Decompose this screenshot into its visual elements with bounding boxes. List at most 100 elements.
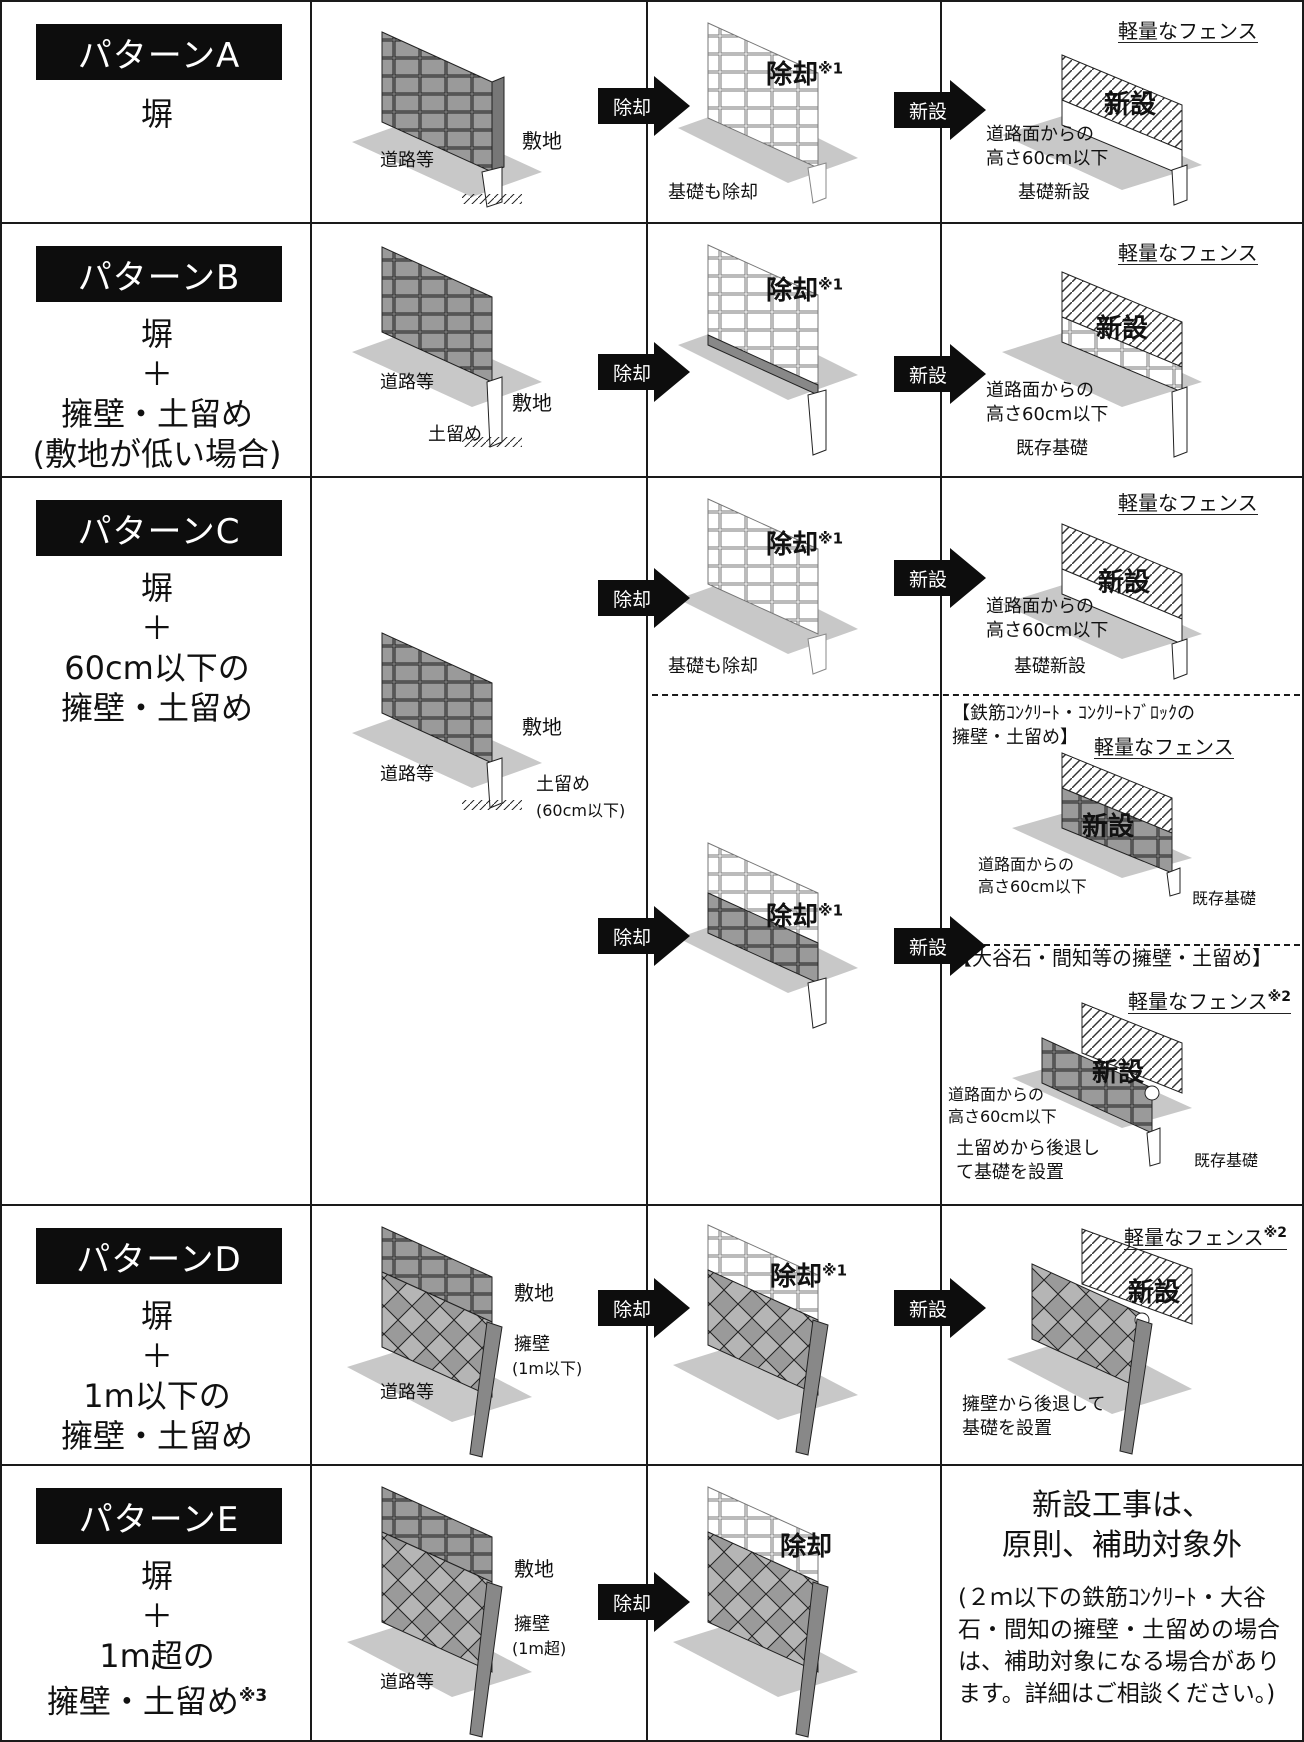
desc-line: 1m以下の xyxy=(83,1377,231,1415)
retaining-60-label: 土留め xyxy=(536,774,590,795)
wall-setback-line1: 擁壁から後退して xyxy=(962,1394,1106,1415)
pattern-b-label-cell: パターンB 塀 ＋ 擁壁・土留め (敷地が低い場合) xyxy=(0,222,312,478)
arrow-label: 新設 xyxy=(908,568,947,591)
pattern-d-remove-cell: 除却※1 xyxy=(646,1204,942,1466)
foundation-existing-label: 既存基礎 xyxy=(1192,889,1257,908)
desc-line: 擁壁・土留め xyxy=(60,395,253,433)
foundation-existing-label: 既存基礎 xyxy=(1194,1151,1259,1170)
road-label: 道路等 xyxy=(380,764,434,785)
arrow-label: 新設 xyxy=(908,936,947,959)
block-wall-retaining-illustration xyxy=(352,246,542,448)
new-arrow: 新設 xyxy=(894,80,986,140)
pattern-b-remove-cell: 除却※1 xyxy=(646,222,942,478)
foundation-removed-label: 基礎も除却 xyxy=(668,656,758,677)
height-line1: 道路面からの xyxy=(978,855,1075,874)
pattern-c-badge: パターンC xyxy=(36,500,282,556)
wall-1m-note: (1m以下) xyxy=(512,1359,583,1378)
pattern-c-desc: 塀 ＋ 60cm以下の 擁壁・土留め xyxy=(12,568,302,728)
removed-wall-illustration xyxy=(678,22,858,204)
block-wall-on-tall-retaining-illustration xyxy=(347,1486,532,1738)
pattern-a-badge: パターンA xyxy=(36,24,282,80)
desc-line: ＋ xyxy=(140,1597,173,1635)
light-fence-label: 軽量なフェンス xyxy=(1118,19,1258,43)
new-arrow: 新設 xyxy=(894,548,986,608)
setback-line2: て基礎を設置 xyxy=(956,1162,1064,1183)
oya-section-title: 【大谷石・間知等の擁壁・土留め】 xyxy=(952,946,1272,970)
remove-bold-label: 除却※1 xyxy=(766,529,844,560)
height-line2: 高さ60cm以下 xyxy=(986,148,1109,169)
pattern-e-before-cell: 道路等 敷地 擁壁 (1m超) xyxy=(310,1464,648,1742)
height-line2: 高さ60cm以下 xyxy=(948,1107,1057,1126)
desc-line: (敷地が低い場合) xyxy=(32,435,282,473)
pattern-e-remove-cell: 除却 xyxy=(646,1464,942,1742)
height-line2: 高さ60cm以下 xyxy=(978,877,1087,896)
pattern-b-new-cell: 軽量なフェンス 新設 道路面からの 高さ60cm以下 既存基礎 xyxy=(940,222,1304,478)
desc-line: 擁壁・土留め xyxy=(60,689,253,727)
foundation-new-label: 基礎新設 xyxy=(1018,182,1090,203)
remove-arrow: 除却 xyxy=(598,1572,690,1632)
pattern-b-before-cell: 道路等 敷地 土留め xyxy=(310,222,648,478)
desc-line: ＋ xyxy=(140,609,173,647)
new-bold-label: 新設 xyxy=(1082,812,1135,842)
new-bold-label: 新設 xyxy=(1092,1058,1145,1088)
foundation-removed-label: 基礎も除却 xyxy=(668,182,758,203)
oya-retaining-fence-illustration xyxy=(1012,1002,1192,1167)
desc-line: 60cm以下の xyxy=(64,649,250,687)
arrow-label: 新設 xyxy=(908,100,947,123)
removed-wall-on-retaining-illustration xyxy=(673,1224,858,1456)
arrow-label: 除却 xyxy=(612,362,651,385)
new-arrow: 新設 xyxy=(894,344,986,404)
section-divider xyxy=(944,944,1300,946)
pattern-a-before-cell: 道路等 敷地 xyxy=(310,0,648,224)
site-label: 敷地 xyxy=(514,1557,554,1581)
new-arrow: 新設 xyxy=(894,1278,986,1338)
pattern-b-desc: 塀 ＋ 擁壁・土留め (敷地が低い場合) xyxy=(12,314,302,474)
remove-bold-label: 除却※1 xyxy=(766,59,844,90)
new-bold-label: 新設 xyxy=(1104,90,1157,120)
remove-bold-label: 除却※1 xyxy=(766,275,844,306)
rc-retaining-fence-illustration xyxy=(1012,752,1192,897)
setback-line1: 土留めから後退し xyxy=(956,1138,1100,1159)
desc-line: 塀 xyxy=(140,95,173,133)
note-body: (２ｍ以下の鉄筋ｺﾝｸﾘｰﾄ・大谷石・間知の擁壁・土留めの場合は、補助対象になる… xyxy=(958,1585,1280,1707)
light-fence-label: 軽量なフェンス xyxy=(1118,491,1258,515)
height-line1: 道路面からの xyxy=(986,124,1094,145)
arrow-label: 除却 xyxy=(612,1592,651,1615)
pattern-e-note-cell: 新設工事は、 原則、補助対象外 (２ｍ以下の鉄筋ｺﾝｸﾘｰﾄ・大谷石・間知の擁壁… xyxy=(940,1464,1304,1742)
desc-line: ＋ xyxy=(140,1337,173,1375)
light-fence-label: 軽量なフェンス xyxy=(1094,735,1234,759)
pattern-a-desc: 塀 xyxy=(12,94,302,134)
desc-line: ＋ xyxy=(140,355,173,393)
rc-section-title-1: 【鉄筋ｺﾝｸﾘｰﾄ・ｺﾝｸﾘｰﾄﾌﾞﾛｯｸの xyxy=(952,703,1195,724)
removed-wall-illustration xyxy=(678,244,858,456)
pattern-c-label-cell: パターンC 塀 ＋ 60cm以下の 擁壁・土留め xyxy=(0,476,312,1206)
removed-wall-illustration xyxy=(678,498,858,675)
site-label: 敷地 xyxy=(522,129,562,153)
remove-arrow: 除却 xyxy=(598,906,690,966)
pattern-a-new-cell: 軽量なフェンス 新設 道路面からの 高さ60cm以下 基礎新設 xyxy=(940,0,1304,224)
desc-line: 塀 xyxy=(140,569,173,607)
pattern-c-remove-cell: 除却※1 基礎も除却 除却※1 xyxy=(646,476,942,1206)
remove-arrow: 除却 xyxy=(598,1278,690,1338)
pattern-b-badge: パターンB xyxy=(36,246,282,302)
pattern-d-new-cell: 軽量なフェンス※2 新設 擁壁から後退して 基礎を設置 xyxy=(940,1204,1304,1466)
light-fence-label: 軽量なフェンス xyxy=(1118,241,1258,265)
pattern-a-label-cell: パターンA 塀 xyxy=(0,0,312,224)
pattern-d-before-cell: 道路等 敷地 擁壁 (1m以下) xyxy=(310,1204,648,1466)
pattern-d-label-cell: パターンD 塀 ＋ 1m以下の 擁壁・土留め xyxy=(0,1204,312,1466)
removed-wall-keep-retaining-illustration xyxy=(678,842,858,1029)
pattern-c-new-cell: 軽量なフェンス 新設 道路面からの 高さ60cm以下 基礎新設 【鉄筋ｺﾝｸﾘｰ… xyxy=(940,476,1304,1206)
desc-line: 擁壁・土留め xyxy=(60,1417,253,1455)
block-wall-retaining-illustration xyxy=(352,632,542,810)
new-fence-on-retaining-illustration xyxy=(1007,1228,1193,1455)
site-label: 敷地 xyxy=(512,391,552,415)
new-fence-illustration xyxy=(1002,271,1202,458)
road-label: 道路等 xyxy=(380,150,434,171)
note-title-line1: 新設工事は、 xyxy=(1032,1488,1212,1523)
note-title-line2: 原則、補助対象外 xyxy=(1002,1528,1242,1563)
arrow-label: 除却 xyxy=(612,588,651,611)
desc-line: 塀 xyxy=(140,1557,173,1595)
light-fence-label: 軽量なフェンス※2 xyxy=(1124,1222,1287,1250)
height-line1: 道路面からの xyxy=(986,596,1094,617)
arrow-label: 新設 xyxy=(908,1298,947,1321)
